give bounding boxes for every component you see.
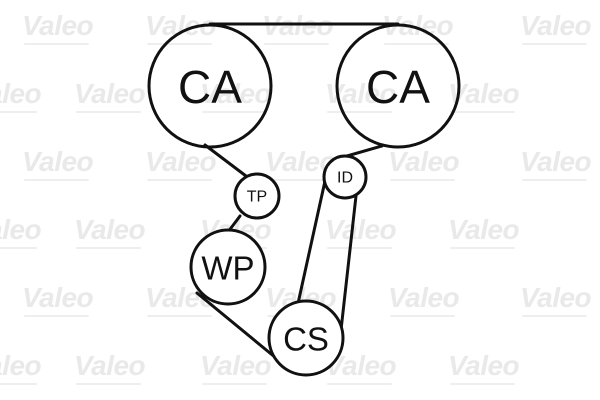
crankshaft-pulley: CS: [267, 299, 345, 377]
camshaft-pulley-right: CA: [335, 23, 461, 149]
tensioner-pulley: TP: [233, 172, 281, 220]
camshaft-pulley-left: CA: [147, 23, 273, 149]
idler-pulley: ID: [322, 154, 368, 200]
water-pump-pulley: WP: [189, 228, 267, 306]
belt-span-water-pump-to-crankshaft: [195, 291, 278, 360]
belt-span-cam-to-tensioner: [203, 143, 248, 178]
crankshaft-pulley-label: CS: [283, 321, 329, 358]
belt-span-crankshaft-to-idler: [339, 194, 358, 332]
tensioner-pulley-label: TP: [247, 189, 267, 206]
idler-pulley-label: ID: [337, 170, 353, 187]
belt-span-idler-inner-run: [295, 170, 329, 310]
water-pump-pulley-label: WP: [201, 250, 254, 287]
camshaft-pulley-left-label: CA: [178, 61, 242, 113]
camshaft-pulley-right-label: CA: [366, 61, 430, 113]
